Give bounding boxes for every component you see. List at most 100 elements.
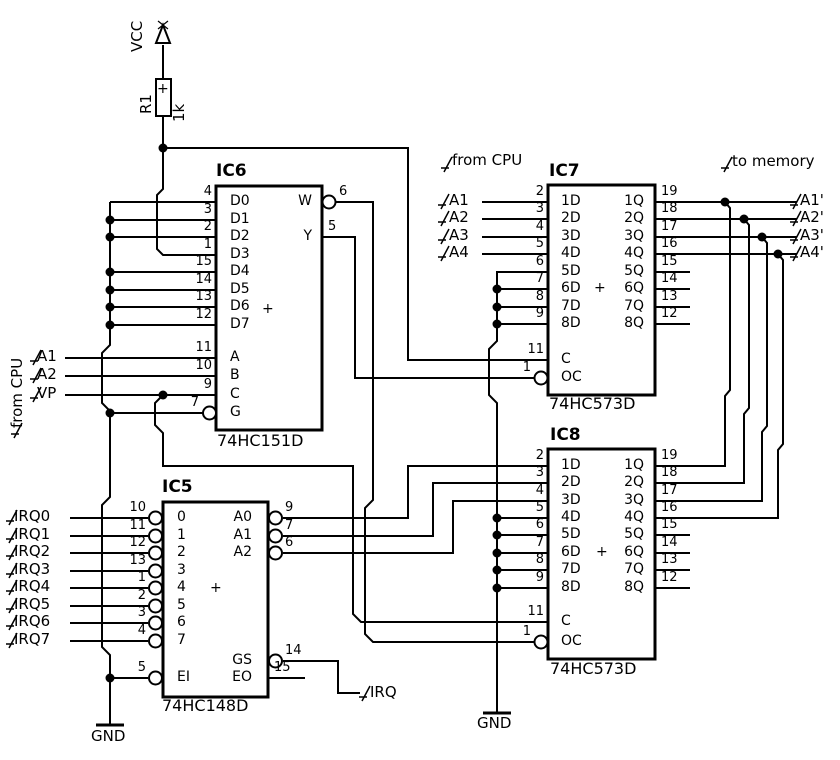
- wire: [283, 465, 548, 519]
- ic5-pin-name: 5: [177, 597, 186, 613]
- junction-dot: [158, 390, 168, 400]
- ic8-pin-name: 2Q: [624, 474, 644, 490]
- vcc-arrow-icon: [154, 22, 172, 44]
- resistor-value-label: 1k: [170, 103, 188, 122]
- ic8-pin-number: 6: [535, 517, 544, 532]
- ic-bodies: [161, 183, 657, 699]
- ic6-pin-name: A: [230, 349, 240, 365]
- net-flag-icon: [6, 544, 18, 561]
- inversion-bubble-icon: [533, 634, 549, 650]
- ic7-pin-name: 8Q: [624, 315, 644, 331]
- ic5-pin-name: 3: [177, 562, 186, 578]
- ic7-pin-number: 3: [535, 201, 544, 216]
- net-flag-icon: [438, 193, 450, 210]
- net-flags: [6, 156, 802, 702]
- ic8-pin-name: C: [561, 613, 571, 629]
- ic5-pin-name: 1: [177, 527, 186, 543]
- ic8-pin-name: 7D: [561, 561, 581, 577]
- ic7-pin-number: 15: [661, 254, 678, 269]
- junction-dot: [492, 302, 502, 312]
- wire: [283, 660, 360, 694]
- ic6-pin-number: 5: [328, 219, 337, 234]
- junction-dot: [739, 214, 749, 224]
- ic7-designator: IC7: [549, 161, 580, 181]
- ic5-designator: IC5: [162, 477, 193, 497]
- wire: [101, 202, 111, 725]
- ic8-pin-number: 15: [661, 517, 678, 532]
- wire: [655, 218, 750, 484]
- ic6-pin-name: B: [230, 367, 240, 383]
- junction-dot: [105, 673, 115, 683]
- ic7-pin-number: 1: [522, 360, 531, 375]
- ic6-part-number: 74HC151D: [217, 431, 304, 450]
- inversion-bubble-icon: [202, 405, 217, 421]
- ic5-pin-name: A2: [233, 544, 252, 560]
- ic6-pin-number: 12: [195, 307, 212, 322]
- net-label-irq_inputs-1: IRQ1: [14, 525, 51, 543]
- junction-dot: [757, 232, 767, 242]
- junction-dot: [105, 320, 115, 330]
- net-flag-icon: [438, 210, 450, 227]
- ic7-pin-number: 14: [661, 271, 678, 286]
- ic7-pin-name: 1D: [561, 193, 581, 209]
- ic6-pin-number: 13: [195, 289, 212, 304]
- wire: [655, 253, 784, 519]
- ic5-pin-number: 7: [285, 518, 294, 533]
- wire: [283, 500, 548, 554]
- ic5-pin-number: 10: [129, 500, 146, 515]
- vcc-label: VCC: [128, 20, 146, 52]
- ic7-pin-name: 7D: [561, 298, 581, 314]
- inversion-bubble-icon: [533, 370, 549, 386]
- inversion-bubbles: [148, 194, 549, 686]
- ic6-pin-number: 11: [195, 340, 212, 355]
- resistor-symbol: [155, 78, 172, 117]
- junction-dot: [492, 583, 502, 593]
- ic8-pin-number: 12: [661, 570, 678, 585]
- inversion-bubble-icon: [148, 563, 163, 579]
- ic7-pin-name: 3Q: [624, 228, 644, 244]
- ic7-pin-name: 2Q: [624, 210, 644, 226]
- gnd-middle-label: GND: [477, 714, 512, 732]
- net-label-cpu_address-3: A4: [449, 243, 469, 261]
- ic7-pin-number: 18: [661, 201, 678, 216]
- ic7-pin-name: 4D: [561, 245, 581, 261]
- ic6-pin-name: D1: [230, 211, 250, 227]
- from-cpu-top-label: from CPU: [452, 151, 523, 169]
- ic8-pin-number: 3: [535, 465, 544, 480]
- junction-dot: [492, 548, 502, 558]
- ic8-pin-number: 4: [535, 483, 544, 498]
- ic7-pin-name: 7Q: [624, 298, 644, 314]
- inversion-bubble-icon: [321, 194, 337, 210]
- ic6-origin-marker: +: [262, 301, 274, 317]
- ic6-pin-name: C: [230, 386, 240, 402]
- junction-dot: [105, 408, 115, 418]
- inversion-bubble-icon: [268, 528, 283, 544]
- net-flag-icon: [6, 632, 18, 649]
- ic6-pin-number: 4: [203, 184, 212, 199]
- junction-dot: [492, 284, 502, 294]
- ic8-part-number: 74HC573D: [550, 659, 637, 678]
- ic6-pin-number: 7: [190, 395, 199, 410]
- net-flag-icon: [790, 245, 802, 262]
- net-flag-icon: [790, 193, 802, 210]
- junction-dot: [105, 267, 115, 277]
- ic5-pin-name: 2: [177, 544, 186, 560]
- ic5-pin-number: 9: [285, 500, 294, 515]
- ic8-pin-name: 7Q: [624, 561, 644, 577]
- net-flag-icon: [721, 156, 733, 173]
- ic8-pin-name: 6D: [561, 544, 581, 560]
- ic7-pin-number: 13: [661, 289, 678, 304]
- ic7-pin-name: 5Q: [624, 263, 644, 279]
- inversion-bubble-icon: [148, 670, 163, 686]
- ic7-origin-marker: +: [594, 280, 606, 296]
- net-label-irq_inputs-5: IRQ5: [14, 595, 51, 613]
- net-label-irq_inputs-4: IRQ4: [14, 577, 51, 595]
- ic5-pin-number: 3: [137, 605, 146, 620]
- ic8-pin-name: 4D: [561, 509, 581, 525]
- ic5-pin-number: 4: [137, 623, 146, 638]
- net-label-irq-out: IRQ: [370, 683, 397, 701]
- ic7-pin-number: 7: [535, 271, 544, 286]
- wire: [163, 147, 548, 361]
